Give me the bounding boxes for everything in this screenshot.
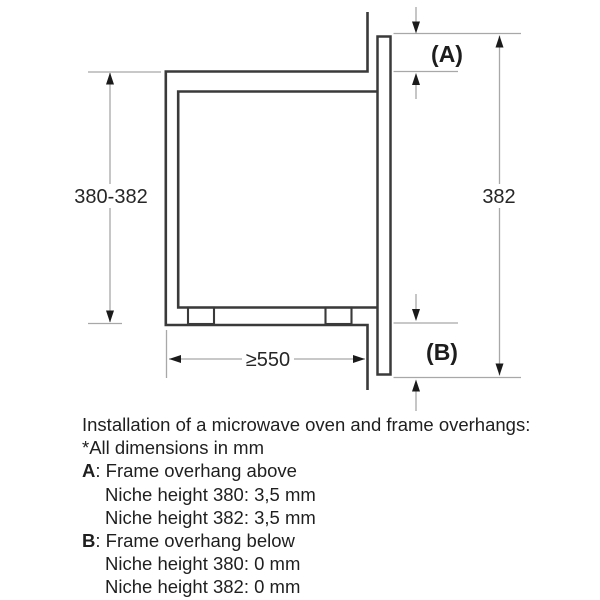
- installation-diagram: 380-382 382 ≥550 (A) (B): [72, 7, 521, 411]
- depth-label: ≥550: [246, 349, 290, 371]
- overhang-below-label: (B): [426, 339, 458, 365]
- caption-text: : Frame overhang above: [95, 460, 297, 482]
- oven-foot-right: [324, 306, 353, 326]
- arrow-up-icon: [412, 73, 420, 85]
- label-mask: [72, 184, 150, 208]
- label-mask: [242, 347, 294, 370]
- arrow-up-icon: [412, 379, 420, 392]
- caption-text: : Frame overhang below: [95, 530, 295, 552]
- caption-prefix: A: [82, 460, 96, 482]
- arrow-up-icon: [106, 72, 114, 85]
- frame-height-label: 382: [482, 186, 515, 208]
- caption-text: Niche height 380: 3,5 mm: [105, 483, 316, 505]
- arrow-down-icon: [412, 21, 420, 34]
- caption-line: Niche height 382: 0 mm: [82, 575, 582, 598]
- caption-line: A: Frame overhang above: [82, 459, 582, 482]
- caption-line: Niche height 380: 3,5 mm: [82, 483, 582, 506]
- arrow-down-icon: [412, 309, 420, 321]
- caption-line: B: Frame overhang below: [82, 529, 582, 552]
- frame-panel: [376, 35, 392, 376]
- label-mask: [479, 184, 520, 208]
- arrow-down-icon: [106, 310, 114, 323]
- caption-line: Installation of a microwave oven and fra…: [82, 413, 582, 436]
- caption-text: Installation of a microwave oven and fra…: [82, 414, 531, 435]
- overhang-above-label: (A): [431, 41, 463, 67]
- niche-cabinet-outline: [164, 12, 369, 390]
- niche-height-label: 380-382: [74, 186, 147, 208]
- caption-text: *All dimensions in mm: [82, 437, 264, 459]
- dim-overhang-below: [393, 294, 521, 411]
- caption-text: Niche height 382: 3,5 mm: [105, 506, 316, 528]
- caption-text: Niche height 382: 0 mm: [105, 576, 301, 598]
- caption: Installation of a microwave oven and fra…: [82, 413, 582, 599]
- dim-overhang-above: [393, 7, 521, 99]
- caption-line: Niche height 380: 0 mm: [82, 552, 582, 575]
- oven-foot-left: [186, 306, 216, 326]
- caption-text: Niche height 380: 0 mm: [105, 553, 301, 575]
- oven-outline: [176, 90, 377, 309]
- arrow-down-icon: [495, 363, 504, 376]
- arrow-right-icon: [353, 355, 365, 363]
- caption-line: Niche height 382: 3,5 mm: [82, 506, 582, 529]
- caption-line: *All dimensions in mm: [82, 436, 582, 459]
- caption-prefix: B: [82, 530, 96, 552]
- arrow-up-icon: [495, 35, 504, 48]
- arrow-left-icon: [169, 355, 181, 363]
